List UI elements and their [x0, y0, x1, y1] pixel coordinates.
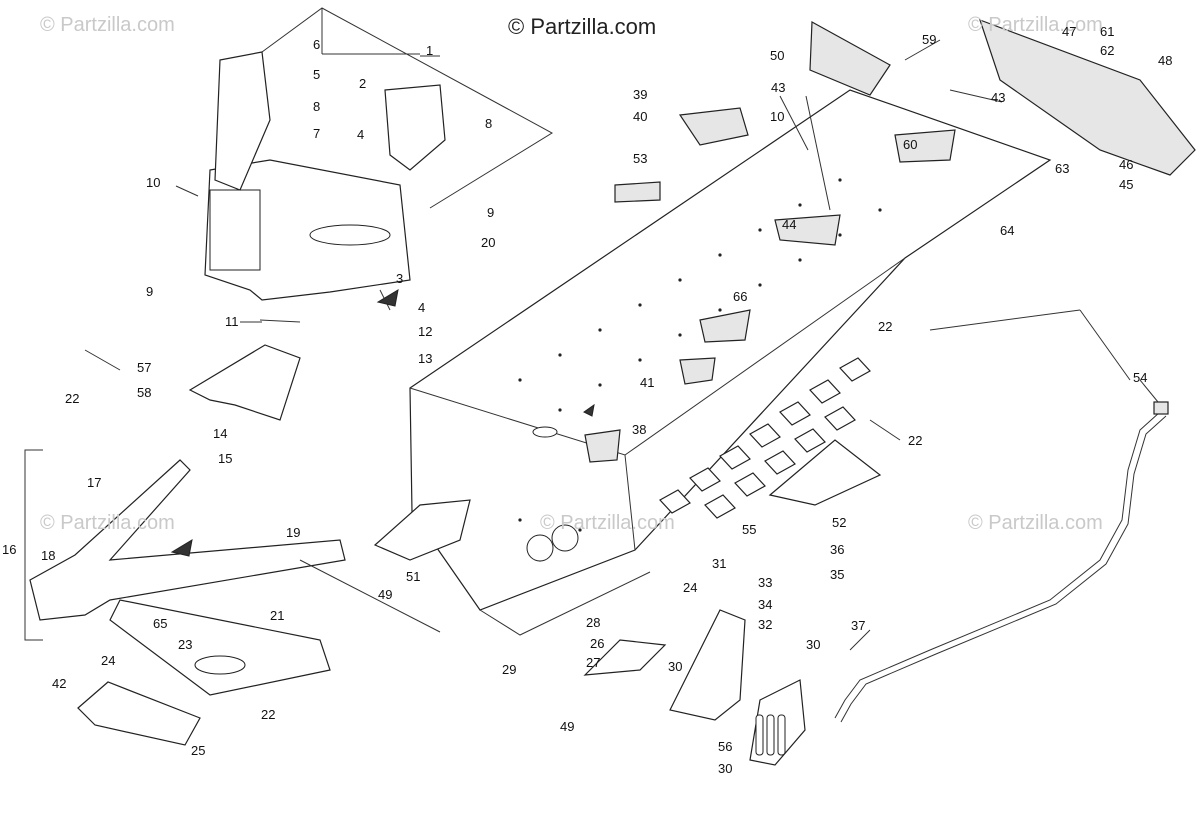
watermark: © Partzilla.com — [40, 512, 175, 534]
callout-23: 23 — [178, 637, 193, 652]
callout-30: 30 — [668, 659, 683, 674]
upper-bracket — [384, 84, 446, 171]
callout-55: 55 — [742, 522, 757, 537]
callout-21: 21 — [270, 608, 285, 623]
steering-post-bracket — [214, 51, 271, 191]
belly-pan — [77, 681, 201, 746]
tunnel-body — [409, 89, 1052, 611]
callout-49: 49 — [560, 719, 575, 734]
callout-15: 15 — [218, 451, 233, 466]
callout-9: 9 — [487, 205, 495, 220]
watermark: © Partzilla.com — [968, 512, 1103, 534]
callout-44: 44 — [782, 217, 797, 232]
callout-24: 24 — [683, 580, 698, 595]
callout-8: 8 — [313, 99, 321, 114]
callout-49: 49 — [378, 587, 393, 602]
callout-22: 22 — [261, 707, 276, 722]
callout-62: 62 — [1100, 43, 1115, 58]
watermark: © Partzilla.com — [968, 14, 1103, 36]
callout-1: 1 — [426, 43, 434, 58]
callout-29: 29 — [502, 662, 517, 677]
callout-8: 8 — [485, 116, 493, 131]
callout-27: 27 — [586, 655, 601, 670]
callout-61: 61 — [1100, 24, 1115, 39]
callout-22: 22 — [65, 391, 80, 406]
callout-43: 43 — [771, 80, 786, 95]
skid-plate — [109, 599, 331, 696]
callout-25: 25 — [191, 743, 206, 758]
callout-59: 59 — [922, 32, 937, 47]
callout-22: 22 — [878, 319, 893, 334]
callout-3: 3 — [396, 271, 404, 286]
callout-18: 18 — [41, 548, 56, 563]
callout-9: 9 — [146, 284, 154, 299]
callout-58: 58 — [137, 385, 152, 400]
front-frame — [29, 459, 346, 621]
callout-17: 17 — [87, 475, 102, 490]
callout-26: 26 — [590, 636, 605, 651]
callout-36: 36 — [830, 542, 845, 557]
callout-46: 46 — [1119, 157, 1134, 172]
callout-42: 42 — [52, 676, 67, 691]
callout-56: 56 — [718, 739, 733, 754]
callout-33: 33 — [758, 575, 773, 590]
callout-54: 54 — [1133, 370, 1148, 385]
callout-57: 57 — [137, 360, 152, 375]
callout-10: 10 — [770, 109, 785, 124]
callout-64: 64 — [1000, 223, 1015, 238]
callout-53: 53 — [633, 151, 648, 166]
rear-flap — [979, 18, 1196, 176]
callout-32: 32 — [758, 617, 773, 632]
callout-40: 40 — [633, 109, 648, 124]
taillight-housing — [809, 21, 891, 96]
callout-30: 30 — [806, 637, 821, 652]
callout-13: 13 — [418, 351, 433, 366]
callout-43: 43 — [991, 90, 1006, 105]
callout-51: 51 — [406, 569, 421, 584]
callout-19: 19 — [286, 525, 301, 540]
callout-65: 65 — [153, 616, 168, 631]
watermark: © Partzilla.com — [540, 512, 675, 534]
callout-34: 34 — [758, 597, 773, 612]
callout-22: 22 — [908, 433, 923, 448]
callout-4: 4 — [418, 300, 426, 315]
watermark-main: © Partzilla.com — [508, 14, 657, 39]
callout-50: 50 — [770, 48, 785, 63]
callout-30: 30 — [718, 761, 733, 776]
callout-48: 48 — [1158, 53, 1173, 68]
callout-38: 38 — [632, 422, 647, 437]
callout-2: 2 — [359, 76, 367, 91]
callout-24: 24 — [101, 653, 116, 668]
callout-35: 35 — [830, 567, 845, 582]
callout-10: 10 — [146, 175, 161, 190]
callout-12: 12 — [418, 324, 433, 339]
callout-7: 7 — [313, 126, 321, 141]
callout-6: 6 — [313, 37, 321, 52]
callout-39: 39 — [633, 87, 648, 102]
callout-41: 41 — [640, 375, 655, 390]
callout-31: 31 — [712, 556, 727, 571]
callout-45: 45 — [1119, 177, 1134, 192]
callout-5: 5 — [313, 67, 321, 82]
callout-66: 66 — [733, 289, 748, 304]
callout-28: 28 — [586, 615, 601, 630]
watermark: © Partzilla.com — [40, 14, 175, 36]
callout-47: 47 — [1062, 24, 1077, 39]
callout-4: 4 — [357, 127, 365, 142]
callout-37: 37 — [851, 618, 866, 633]
callout-63: 63 — [1055, 161, 1070, 176]
callout-60: 60 — [903, 137, 918, 152]
callout-14: 14 — [213, 426, 228, 441]
callout-11: 11 — [225, 314, 239, 329]
callout-52: 52 — [832, 515, 847, 530]
callout-16: 16 — [2, 542, 17, 557]
callout-20: 20 — [481, 235, 496, 250]
